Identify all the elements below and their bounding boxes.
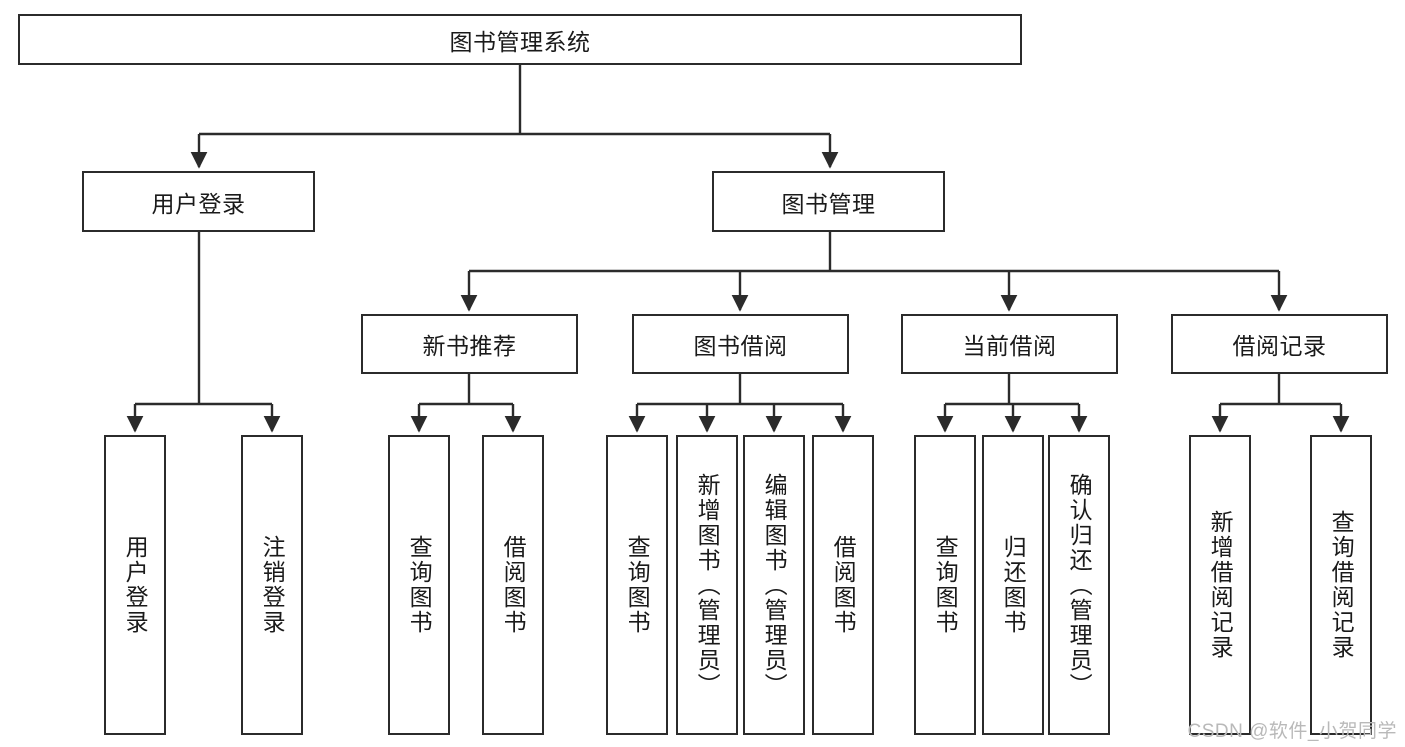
node-leaf-borrow-query-book-label: 查询图书 — [624, 535, 651, 635]
node-leaf-recommend-query-book[interactable]: 查询图书 — [388, 435, 450, 735]
node-book-borrow-label: 图书借阅 — [693, 333, 788, 359]
node-leaf-record-query-label: 查询借阅记录 — [1328, 510, 1355, 660]
node-book-manage[interactable]: 图书管理 — [712, 171, 945, 232]
node-leaf-recommend-query-book-label: 查询图书 — [406, 535, 433, 635]
node-leaf-current-query-book-label: 查询图书 — [932, 535, 959, 635]
node-leaf-record-add-label: 新增借阅记录 — [1207, 510, 1234, 660]
csdn-watermark: CSDN @软件_小贺同学 — [1187, 721, 1397, 742]
node-borrow-record-label: 借阅记录 — [1232, 333, 1327, 359]
node-leaf-user-login[interactable]: 用户登录 — [104, 435, 166, 735]
node-leaf-recommend-borrow-book[interactable]: 借阅图书 — [482, 435, 544, 735]
node-leaf-user-login-label: 用户登录 — [122, 535, 149, 635]
node-user-login-label: 用户登录 — [151, 190, 246, 217]
node-leaf-borrow-query-book[interactable]: 查询图书 — [606, 435, 668, 735]
node-root-label: 图书管理系统 — [449, 28, 591, 55]
node-leaf-borrow-edit-book[interactable]: 编辑图书（管理员） — [743, 435, 805, 735]
node-borrow-record[interactable]: 借阅记录 — [1171, 314, 1388, 374]
node-leaf-borrow-borrow-book[interactable]: 借阅图书 — [812, 435, 874, 735]
node-leaf-current-confirm-return-label: 确认归还（管理员） — [1066, 472, 1093, 698]
node-leaf-user-logout[interactable]: 注销登录 — [241, 435, 303, 735]
node-current-borrow-label: 当前借阅 — [962, 333, 1057, 359]
node-root[interactable]: 图书管理系统 — [18, 14, 1022, 65]
node-leaf-record-query[interactable]: 查询借阅记录 — [1310, 435, 1372, 735]
node-book-borrow[interactable]: 图书借阅 — [632, 314, 849, 374]
node-leaf-borrow-add-book[interactable]: 新增图书（管理员） — [676, 435, 738, 735]
node-leaf-borrow-borrow-book-label: 借阅图书 — [830, 535, 857, 635]
node-leaf-current-return-book[interactable]: 归还图书 — [982, 435, 1044, 735]
node-new-book-recommend-label: 新书推荐 — [422, 333, 517, 359]
node-leaf-borrow-edit-book-label: 编辑图书（管理员） — [761, 472, 788, 698]
node-leaf-recommend-borrow-book-label: 借阅图书 — [500, 535, 527, 635]
node-leaf-current-return-book-label: 归还图书 — [1000, 535, 1027, 635]
node-leaf-current-query-book[interactable]: 查询图书 — [914, 435, 976, 735]
node-book-manage-label: 图书管理 — [781, 190, 876, 217]
node-leaf-user-logout-label: 注销登录 — [259, 535, 286, 635]
node-user-login[interactable]: 用户登录 — [82, 171, 315, 232]
node-current-borrow[interactable]: 当前借阅 — [901, 314, 1118, 374]
node-leaf-record-add[interactable]: 新增借阅记录 — [1189, 435, 1251, 735]
node-new-book-recommend[interactable]: 新书推荐 — [361, 314, 578, 374]
node-leaf-current-confirm-return[interactable]: 确认归还（管理员） — [1048, 435, 1110, 735]
node-leaf-borrow-add-book-label: 新增图书（管理员） — [694, 472, 721, 698]
